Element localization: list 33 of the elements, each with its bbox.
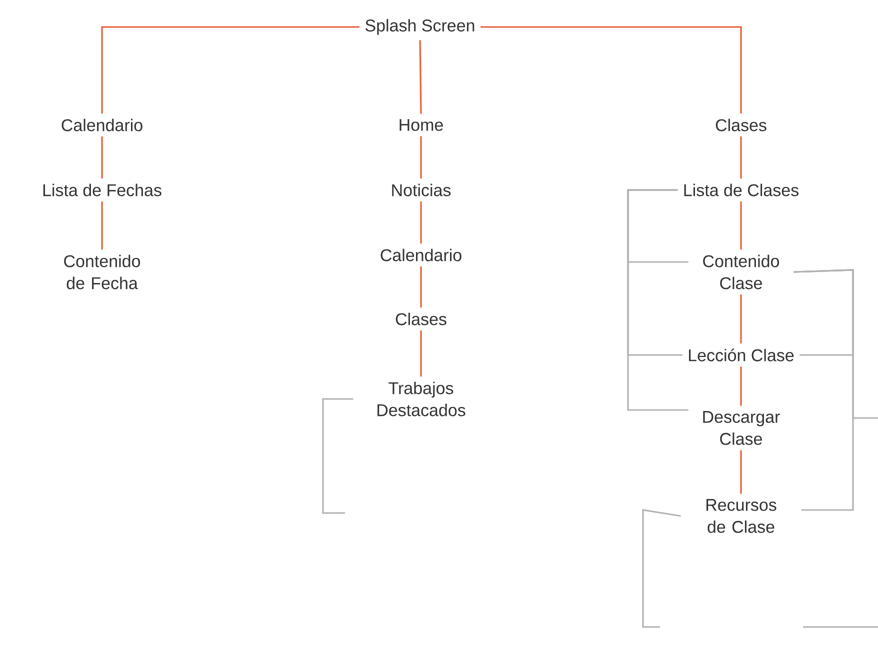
- node-label: Contenido de Fecha: [64, 254, 140, 290]
- node-label: Calendario: [380, 248, 462, 262]
- node-label: Splash Screen: [366, 19, 474, 35]
- connector-line: [101, 26, 360, 114]
- connector-line: [420, 136, 422, 179]
- connector-line: [740, 201, 742, 250]
- connector-line: [740, 294, 742, 344]
- node-label: Home: [400, 119, 443, 131]
- connector-line: [740, 366, 742, 406]
- node-label: Lección Clase: [689, 348, 794, 362]
- node-label: Recursos de Clase: [706, 499, 776, 533]
- connector-line: [101, 136, 103, 179]
- connector-line: [740, 450, 742, 494]
- node-label: Clases: [396, 312, 446, 326]
- node-label: Calendario: [62, 118, 142, 132]
- node-label: Clases: [716, 118, 766, 132]
- connector-line: [740, 136, 742, 179]
- connector-line: [642, 509, 681, 628]
- node-label: Lista de Fechas: [43, 184, 162, 196]
- connector-line: [322, 398, 354, 514]
- connector-line: [420, 201, 422, 244]
- node-label: Trabajos Destacados: [378, 382, 466, 416]
- connector-line: [419, 40, 422, 114]
- connector-line: [101, 201, 103, 250]
- node-label: Noticias: [392, 184, 451, 196]
- connector-line: [420, 330, 422, 377]
- connector-line: [794, 269, 878, 419]
- node-label: Lista de Clases: [684, 184, 798, 196]
- connector-line: [480, 26, 742, 114]
- connector-line: [627, 189, 688, 411]
- connector-line: [420, 266, 422, 308]
- node-label: Contenido Clase: [703, 254, 780, 290]
- node-label: Descargar Clase: [703, 411, 780, 445]
